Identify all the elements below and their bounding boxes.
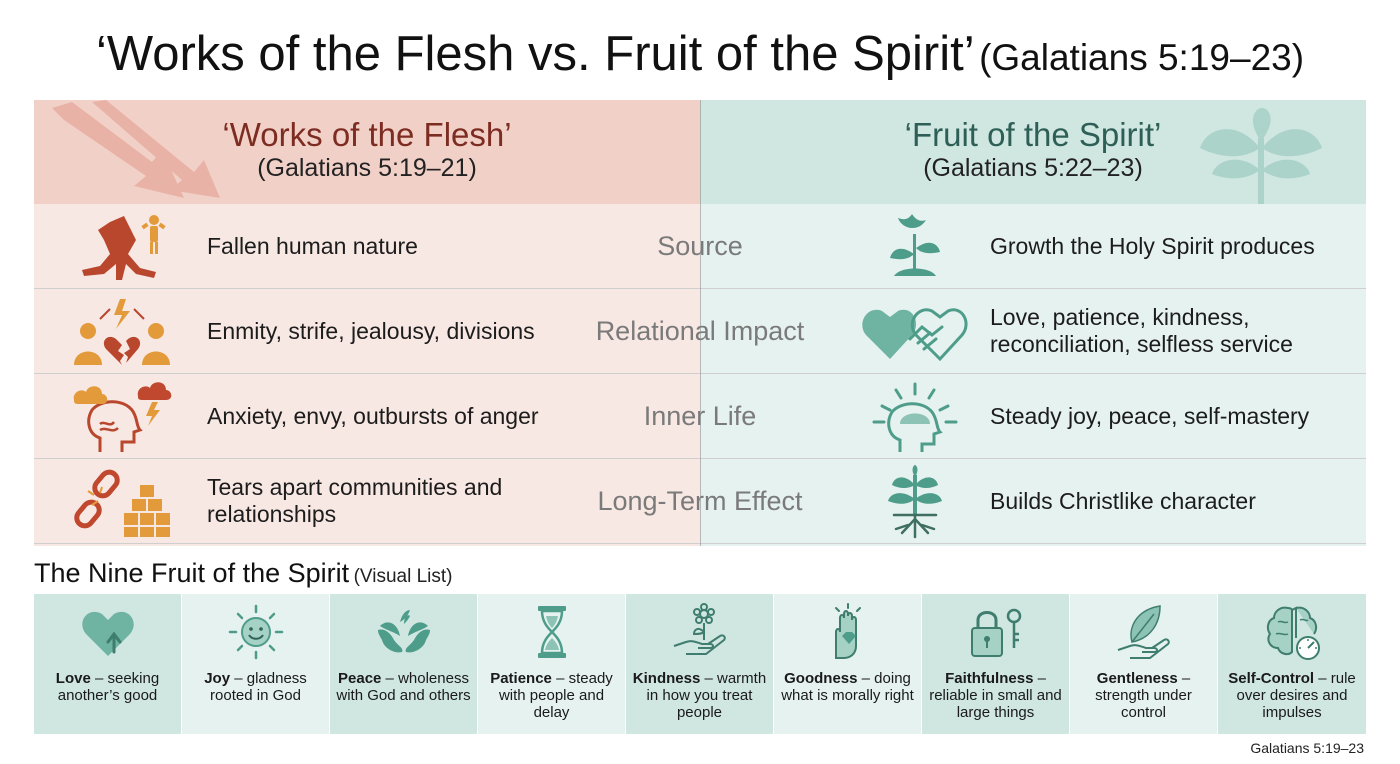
fruit-separator: – bbox=[230, 670, 247, 687]
downward-arrows-icon bbox=[52, 100, 220, 198]
storm-head-icon bbox=[73, 382, 172, 452]
flesh-heading: ‘Works of the Flesh’ bbox=[222, 116, 512, 153]
flesh-header: ‘Works of the Flesh’ (Galatians 5:19–21) bbox=[34, 100, 700, 204]
sunrise-head-icon bbox=[872, 382, 958, 452]
fruit-description: strength under control bbox=[1095, 687, 1192, 721]
hand-gem-icon bbox=[835, 603, 861, 659]
fruit-patience: Patience – steady with people and delay bbox=[478, 594, 626, 734]
center-divider bbox=[700, 100, 701, 546]
smiling-sun-icon bbox=[228, 604, 284, 660]
nine-fruit-subtitle: (Visual List) bbox=[353, 566, 453, 587]
broken-chain-blocks-icon bbox=[74, 469, 170, 537]
spirit-longterm-text: Builds Christlike character bbox=[990, 487, 1256, 514]
fruit-separator: – bbox=[1033, 670, 1046, 687]
fruit-separator: – bbox=[700, 670, 717, 687]
fruit-description: doing what is morally right bbox=[781, 670, 914, 704]
fruit-separator: – bbox=[857, 670, 875, 687]
flesh-inner-text: Anxiety, envy, outbursts of anger bbox=[207, 402, 539, 429]
fruit-name: Love bbox=[55, 670, 91, 687]
fruit-peace: Peace – wholeness with God and others bbox=[330, 594, 478, 734]
rooted-tree-icon bbox=[888, 465, 942, 539]
fruit-description: rule over desires and impulses bbox=[1236, 670, 1356, 721]
hourglass-icon bbox=[538, 606, 566, 658]
row-label-inner-life: Inner Life bbox=[643, 400, 757, 431]
flesh-source-text: Fallen human nature bbox=[207, 232, 418, 259]
row-label-relational-impact: Relational Impact bbox=[595, 315, 805, 346]
two-doves-icon bbox=[378, 610, 430, 653]
fruit-separator: – bbox=[90, 670, 108, 687]
fruit-self-control: Self-Control – rule over desires and imp… bbox=[1218, 594, 1366, 734]
broken-tree-roots-icon bbox=[82, 215, 166, 280]
fruit-name: Gentleness bbox=[1096, 670, 1178, 687]
title-reference: (Galatians 5:19–23) bbox=[979, 37, 1305, 78]
fruit-separator: – bbox=[551, 670, 569, 687]
broken-heart-people-icon bbox=[74, 299, 170, 365]
heart-handshake-icon bbox=[862, 308, 968, 362]
spirit-relational-text: Love, patience, kindness, reconciliation… bbox=[990, 304, 1293, 357]
fruit-separator: – bbox=[381, 670, 399, 687]
fruit-name: Self-Control bbox=[1228, 670, 1315, 687]
nine-fruit-list: Love – seeking another’s good Joy – glad… bbox=[34, 594, 1366, 734]
spirit-heading: ‘Fruit of the Spirit’ bbox=[904, 116, 1162, 153]
flesh-reference: (Galatians 5:19–21) bbox=[257, 154, 477, 182]
nine-fruit-heading: The Nine Fruit of the Spirit bbox=[34, 558, 350, 588]
spirit-source-text: Growth the Holy Spirit produces bbox=[990, 232, 1315, 259]
fruit-name: Kindness bbox=[632, 670, 701, 687]
fruit-name: Peace bbox=[338, 670, 382, 687]
fruit-goodness: Goodness – doing what is morally right bbox=[774, 594, 922, 734]
fruit-description: reliable in small and large things bbox=[929, 687, 1062, 721]
fruit-description: seeking another’s good bbox=[57, 670, 160, 704]
fruit-name: Joy bbox=[204, 670, 231, 687]
spirit-inner-text: Steady joy, peace, self-mastery bbox=[990, 402, 1310, 429]
spirit-header: ‘Fruit of the Spirit’ (Galatians 5:22–23… bbox=[700, 100, 1366, 204]
heart-arrow-icon bbox=[82, 611, 134, 656]
brain-gauge-icon bbox=[1266, 606, 1320, 660]
fruit-love: Love – seeking another’s good bbox=[34, 594, 182, 734]
fruit-name: Faithfulness bbox=[945, 670, 1034, 687]
hand-flower-icon bbox=[673, 603, 726, 655]
spirit-reference: (Galatians 5:22–23) bbox=[923, 154, 1143, 182]
fruit-separator: – bbox=[1177, 670, 1191, 687]
comparison-table: ‘Works of the Flesh’ (Galatians 5:19–21)… bbox=[34, 100, 1366, 546]
nine-fruit-title: The Nine Fruit of the Spirit (Visual Lis… bbox=[34, 558, 453, 589]
row-label-long-term-effect: Long-Term Effect bbox=[597, 485, 803, 516]
fruit-gentleness: Gentleness – strength under control bbox=[1070, 594, 1218, 734]
dove-sprout-icon bbox=[890, 214, 940, 276]
fruit-name: Patience bbox=[490, 670, 552, 687]
fruit-separator: – bbox=[1314, 670, 1331, 687]
fruit-faithfulness: Faithfulness – reliable in small and lar… bbox=[922, 594, 1070, 734]
hand-feather-icon bbox=[1117, 605, 1170, 659]
flesh-relational-text: Enmity, strife, jealousy, divisions bbox=[207, 317, 535, 344]
fruit-kindness: Kindness – warmth in how you treat peopl… bbox=[626, 594, 774, 734]
fruit-description: warmth in how you treat people bbox=[646, 670, 767, 721]
title-main: ‘Works of the Flesh vs. Fruit of the Spi… bbox=[95, 27, 975, 81]
footer-reference: Galatians 5:19–23 bbox=[1250, 740, 1364, 756]
fruit-description: steady with people and delay bbox=[498, 670, 613, 721]
fruit-description: wholeness with God and others bbox=[336, 670, 471, 704]
page-title: ‘Works of the Flesh vs. Fruit of the Spi… bbox=[0, 26, 1400, 82]
row-inner-life: Anxiety, envy, outbursts of anger Inner … bbox=[34, 374, 1366, 459]
fruit-name: Goodness bbox=[784, 670, 858, 687]
fruit-joy: Joy – gladness rooted in God bbox=[182, 594, 330, 734]
fruit-description: gladness rooted in God bbox=[210, 670, 307, 704]
plant-leaves-icon bbox=[1200, 108, 1322, 204]
lock-key-icon bbox=[971, 608, 1022, 657]
flesh-longterm-text: Tears apart communities and relationship… bbox=[207, 474, 503, 527]
